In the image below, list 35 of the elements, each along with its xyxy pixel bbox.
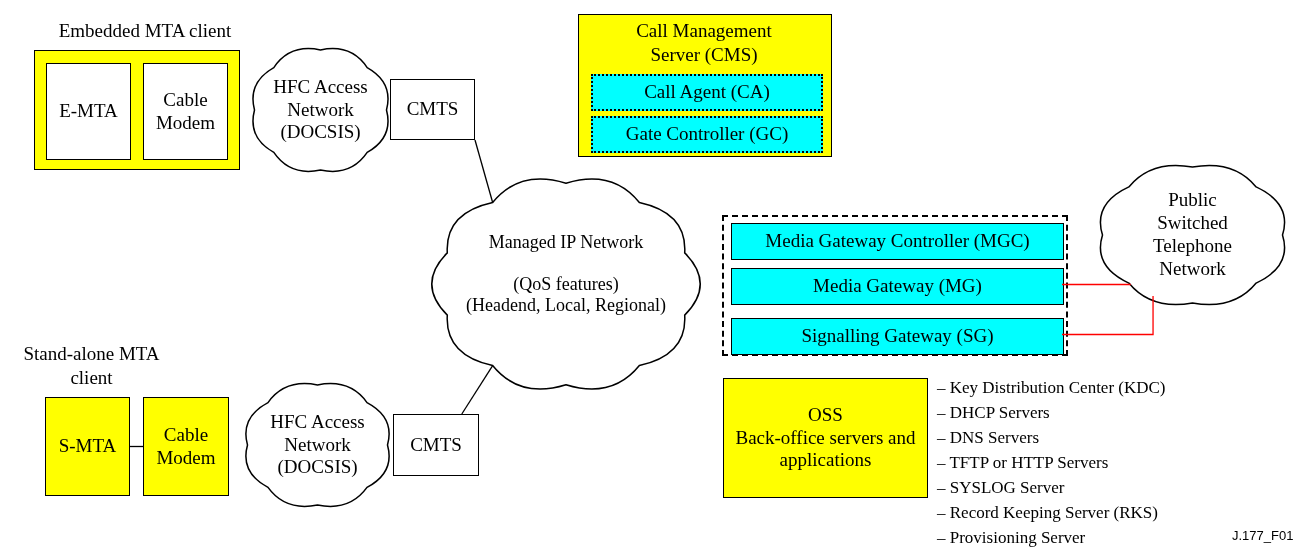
cloud-label: (QoS features) (513, 273, 619, 296)
cloud-label: HFC Access Network (DOCSIS) (272, 75, 369, 145)
connector-line (1061, 295, 1154, 336)
gateway-group-box (722, 215, 1068, 356)
connector-line (1061, 283, 1132, 286)
cloud-label: HFC Access Network (DOCSIS) (269, 410, 366, 480)
connector-line (461, 364, 494, 415)
device-box: S-MTA (45, 397, 130, 496)
device-box: Cable Modem (143, 397, 229, 496)
function-box: Call Agent (CA) (591, 74, 823, 111)
server-group-box (578, 14, 832, 157)
figure-id: J.177_F01 (1232, 527, 1294, 545)
list-item: – Key Distribution Center (KDC) (937, 377, 1166, 399)
device-box: E-MTA (46, 63, 131, 160)
group-heading: Embedded MTA client (57, 19, 233, 43)
connector-line (474, 139, 494, 204)
list-item: – DNS Servers (937, 427, 1039, 449)
gateway-box: Media Gateway (MG) (731, 268, 1064, 305)
list-item: – Record Keeping Server (RKS) (937, 502, 1158, 524)
box-heading: Call Management Server (CMS) (635, 19, 773, 67)
list-item: – DHCP Servers (937, 402, 1050, 424)
cloud-label: (Headend, Local, Regional) (466, 295, 666, 317)
list-item: – Provisioning Server (937, 527, 1086, 549)
cloud-label: Public Switched Telephone Network (1152, 189, 1233, 281)
server-box: CMTS (390, 79, 475, 140)
group-heading: Stand-alone MTA client (22, 342, 161, 390)
list-item: – SYSLOG Server (937, 477, 1065, 499)
gateway-box: Signalling Gateway (SG) (731, 318, 1064, 355)
server-box: CMTS (393, 414, 479, 476)
connector-line (129, 445, 144, 448)
function-box: Gate Controller (GC) (591, 116, 823, 153)
device-box: Cable Modem (143, 63, 228, 160)
gateway-box: Media Gateway Controller (MGC) (731, 223, 1064, 260)
list-item: – TFTP or HTTP Servers (937, 452, 1109, 474)
cloud-label: Managed IP Network (488, 232, 644, 254)
